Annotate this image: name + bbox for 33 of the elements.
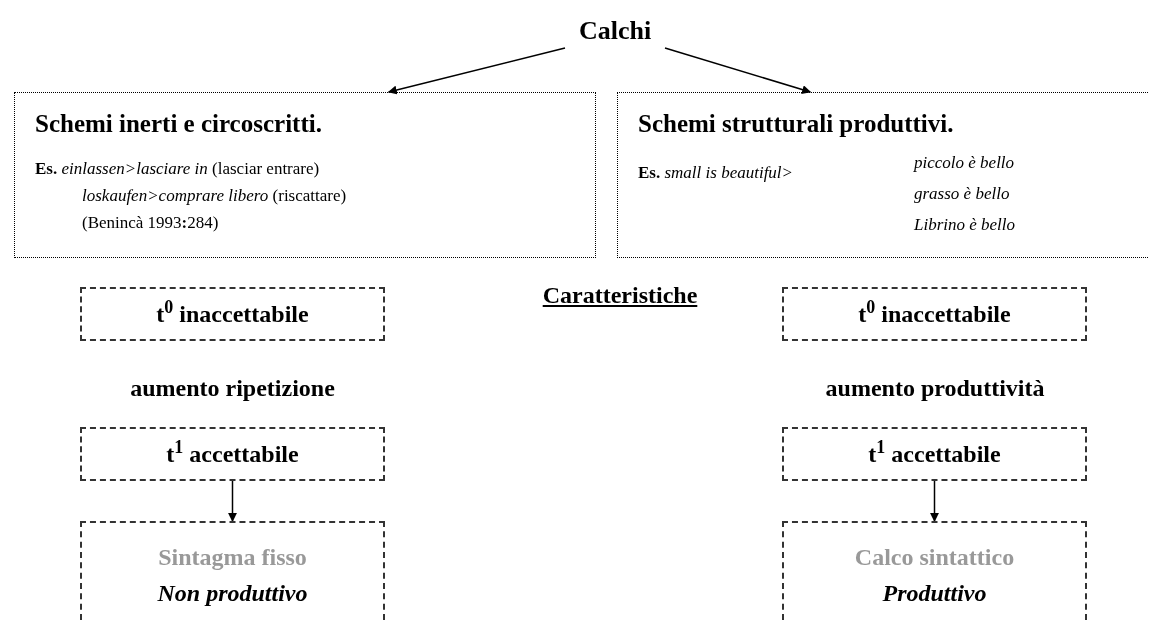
arrow	[664, 47, 812, 94]
arrow	[930, 480, 939, 522]
arrow	[228, 480, 237, 522]
box-text: Non produttivo	[157, 579, 308, 608]
box-text: t$^{1}$ accettabile	[166, 442, 299, 466]
dashed-box	[782, 521, 1087, 620]
example-text: Es. einlassen>lasciare in (lasciar entrare)	[35, 157, 320, 180]
dashed-box	[80, 521, 385, 620]
box-text: Produttivo	[882, 579, 987, 608]
box-text: t$^{0}$ inaccettabile	[858, 302, 1011, 326]
box-text: Sintagma fisso	[158, 543, 307, 572]
example-text: Librino è bello	[914, 213, 1016, 236]
example-text: Es. small is beautiful>	[638, 162, 794, 184]
arrow	[387, 47, 566, 95]
step-label: aumento ripetizione	[130, 374, 335, 403]
example-text: (Benincà 1993:284)	[81, 211, 219, 234]
example-text: piccolo è bello	[914, 151, 1015, 174]
step-label: aumento produttività	[825, 374, 1045, 403]
example-text: grasso è bello	[914, 182, 1010, 205]
dashed-box	[80, 287, 385, 341]
dashed-box	[782, 427, 1087, 481]
section-heading: Caratteristiche	[542, 281, 698, 310]
box-text: t$^{1}$ accettabile	[868, 442, 1001, 466]
box-text: Calco sintattico	[854, 543, 1015, 572]
example-box	[617, 92, 1148, 258]
dashed-box	[782, 287, 1087, 341]
box-heading: Schemi inerti e circoscritti.	[35, 109, 322, 139]
box-text: t$^{0}$ inaccettabile	[156, 302, 309, 326]
example-box	[14, 92, 596, 258]
dashed-box	[80, 427, 385, 481]
root-label: Calchi	[578, 14, 652, 47]
example-text: loskaufen>comprare libero (riscattare)	[81, 184, 347, 207]
box-heading: Schemi strutturali produttivi.	[638, 109, 954, 139]
